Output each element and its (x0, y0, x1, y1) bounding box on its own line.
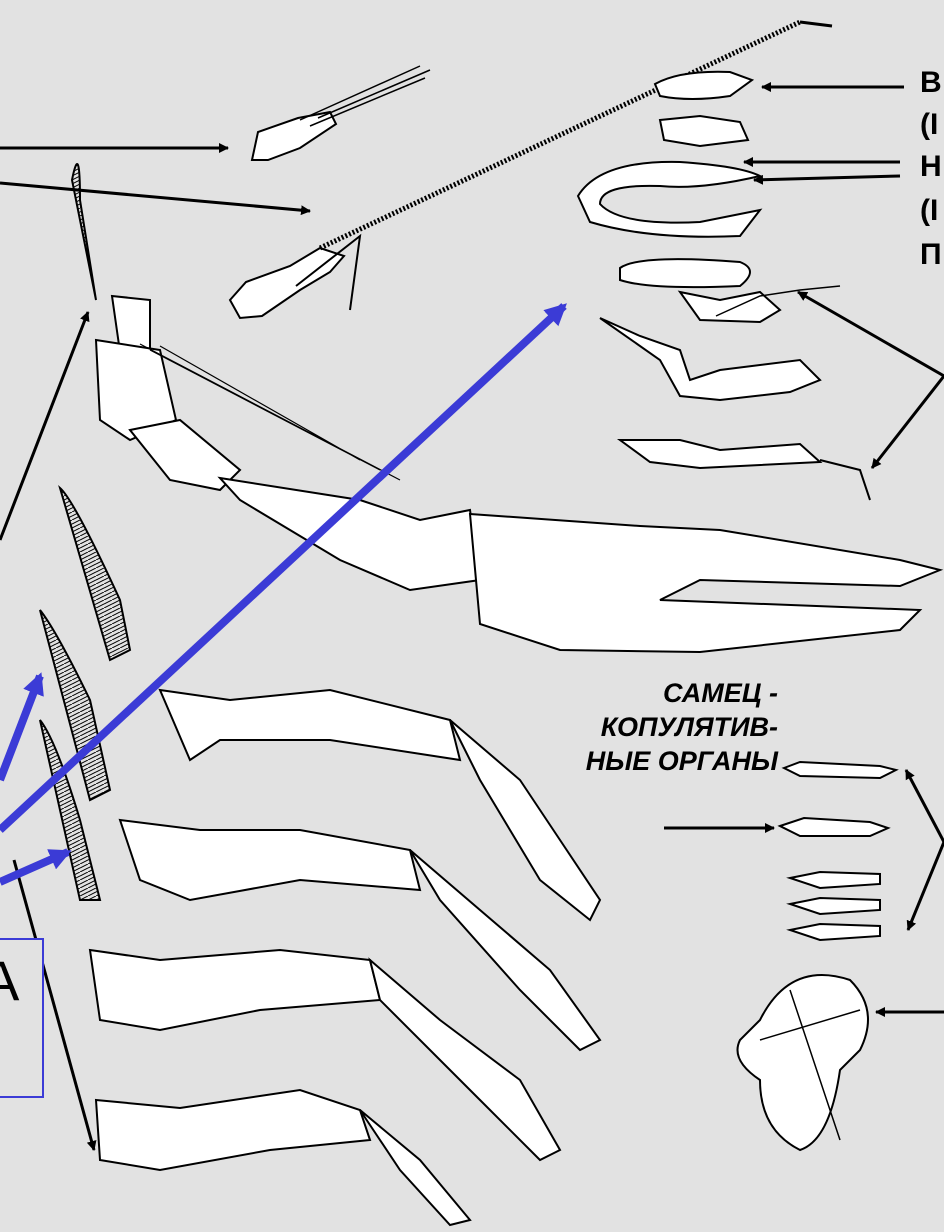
male-label-line-3: НЫЕ ОРГАНЫ (586, 744, 778, 778)
legend-box-line-1: А (0, 948, 19, 1013)
antenna-small (252, 66, 430, 160)
male-label-line-1: САМЕЦ - (586, 676, 778, 710)
copulatory-organs (780, 762, 896, 940)
right-label-3: Н (920, 152, 942, 182)
right-label-5: П (920, 240, 942, 270)
male-label-line-2: КОПУЛЯТИВ- (586, 710, 778, 744)
cheliped (72, 164, 940, 652)
right-label-4: (I (920, 196, 938, 226)
mouthpart-legs (600, 318, 870, 500)
legend-box: А ) (0, 938, 44, 1098)
male-label: САМЕЦ - КОПУЛЯТИВ- НЫЕ ОРГАНЫ (586, 676, 778, 778)
right-label-1: В (920, 68, 942, 98)
right-label-2: (I (920, 110, 938, 140)
tail-fan (738, 975, 869, 1150)
